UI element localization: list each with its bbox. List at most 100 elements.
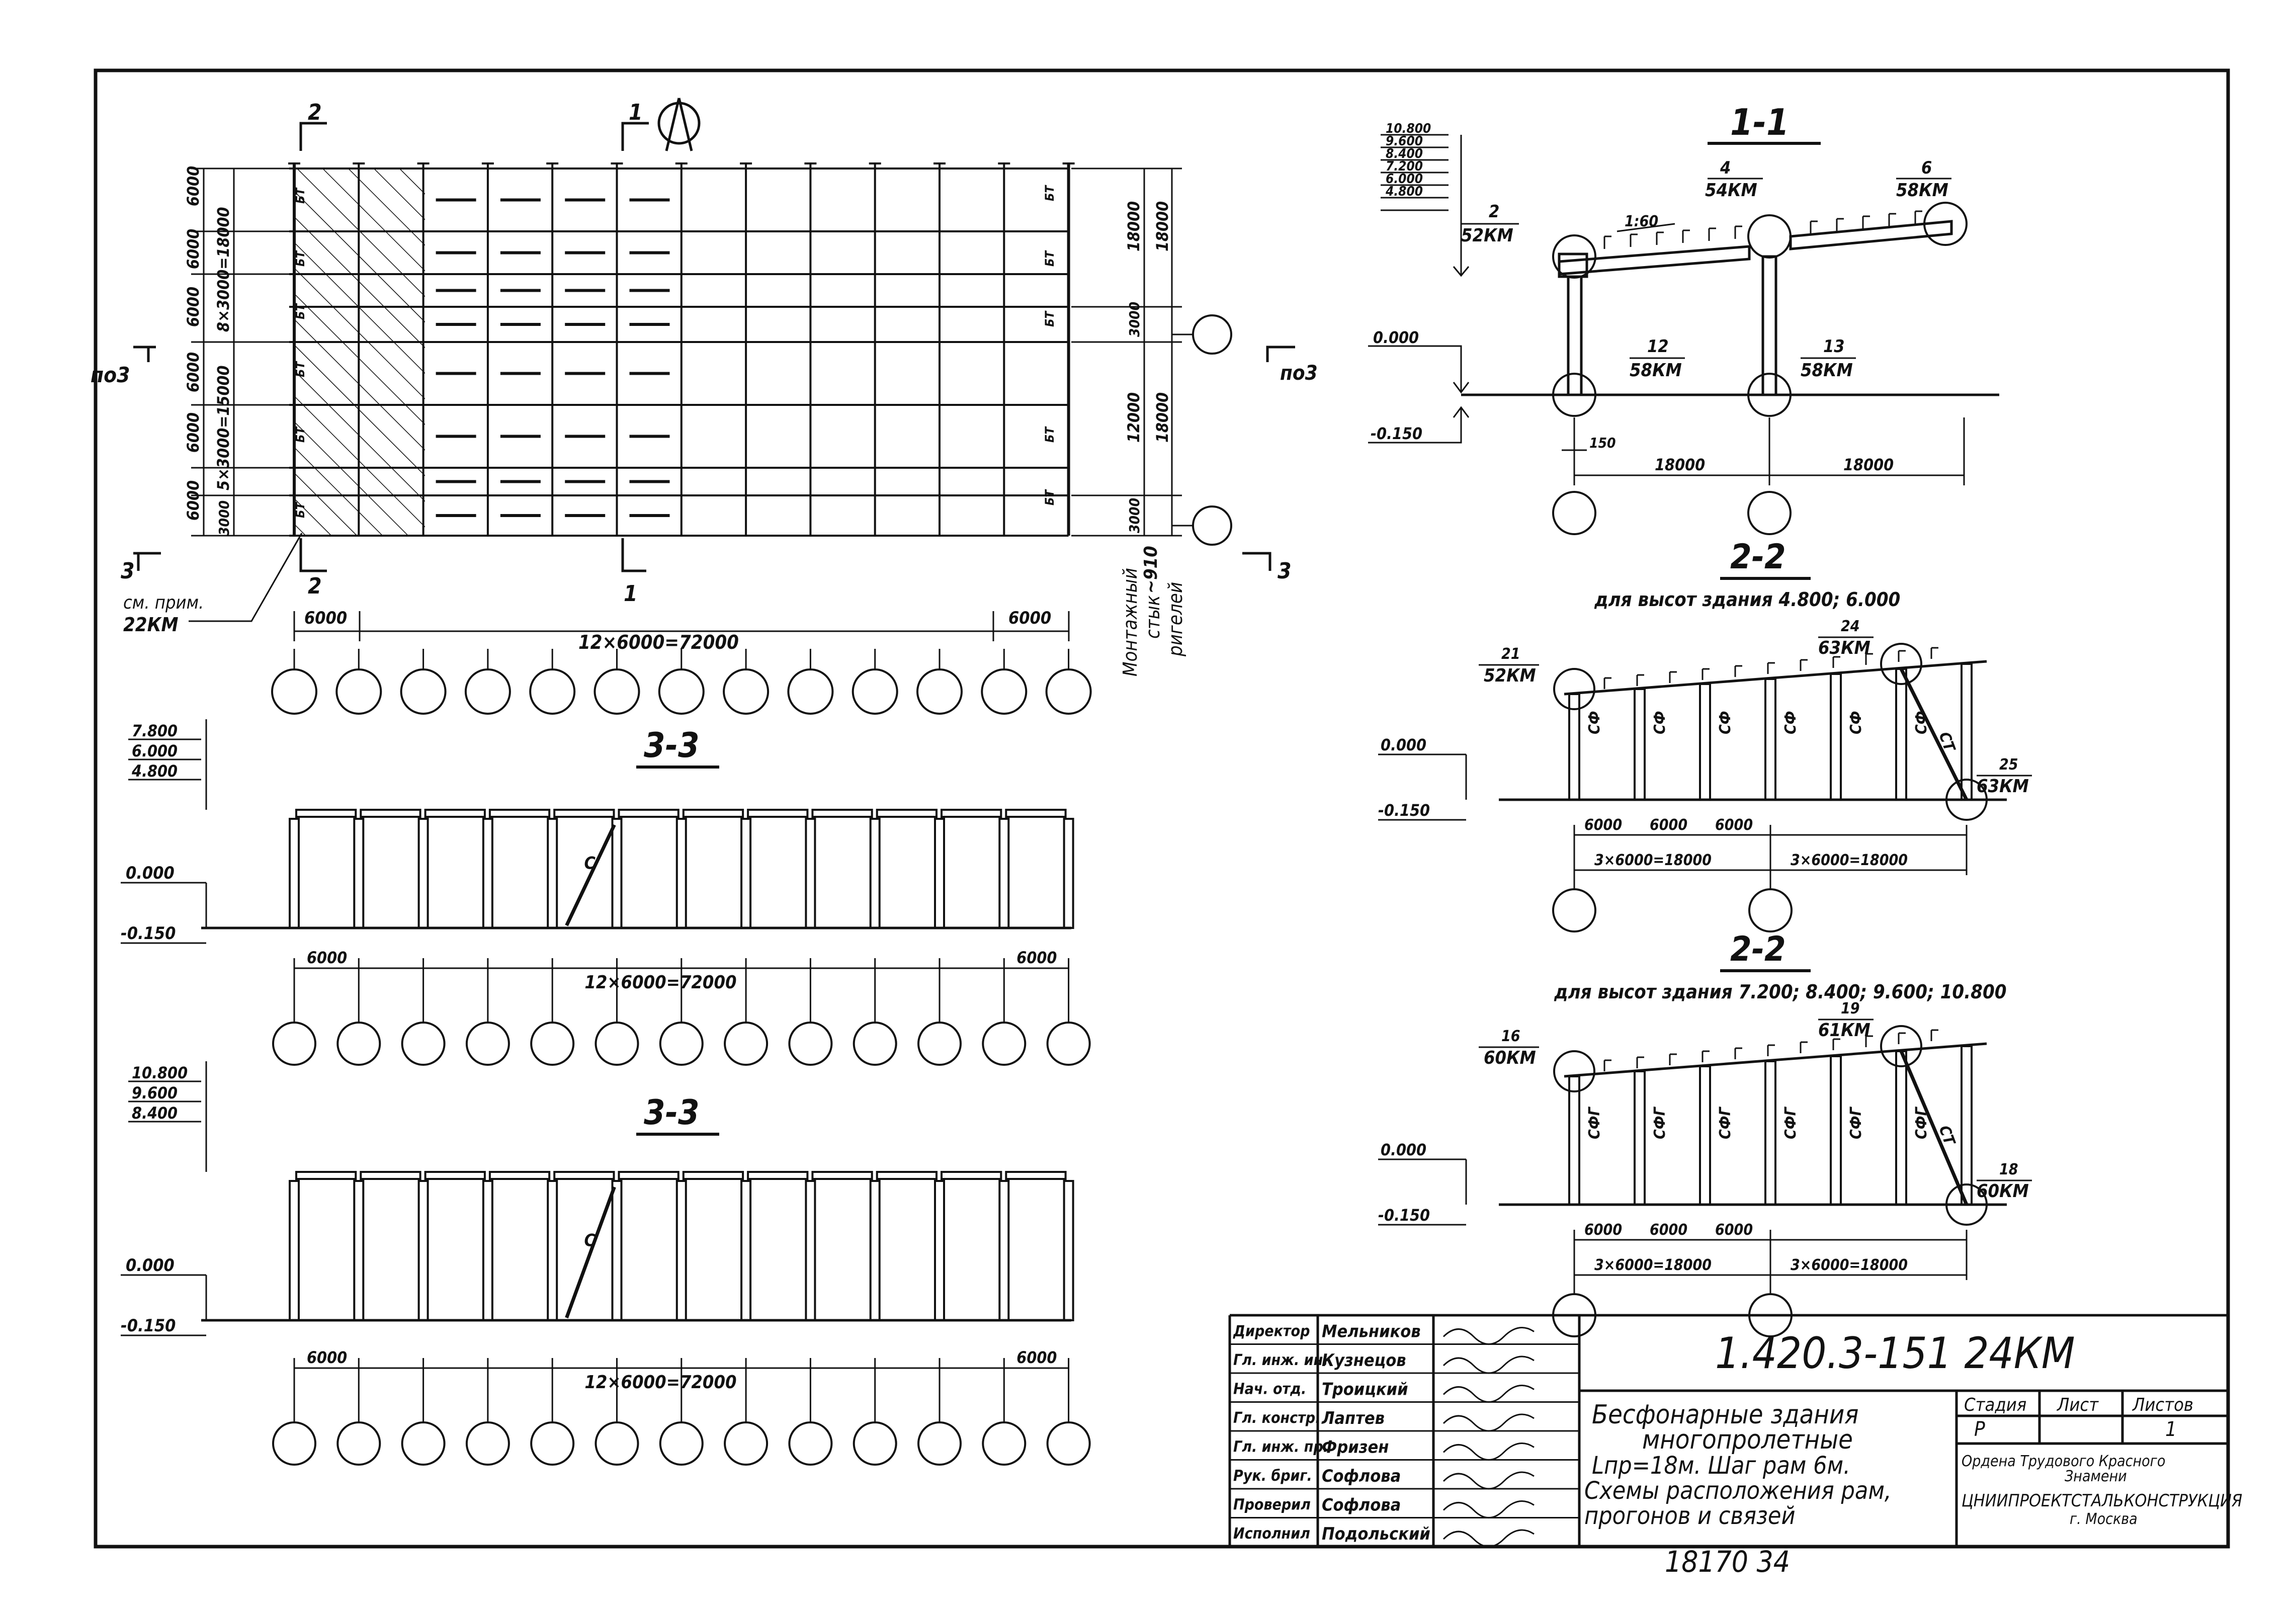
s11-elev-4: 6.000 xyxy=(1386,172,1423,187)
axis-bubble xyxy=(723,668,770,715)
axis-bubble-right-2 xyxy=(1192,505,1232,546)
s22-ref1-num: 16 xyxy=(1501,1028,1520,1045)
sheet-frame xyxy=(94,68,2230,1549)
s22-column xyxy=(1830,1055,1842,1206)
axis-bubble xyxy=(464,668,511,715)
s11-node-3 xyxy=(1923,202,1968,246)
s22-dim: 6000 xyxy=(1584,816,1622,834)
s22-ref1-sheet: 52КМ xyxy=(1484,665,1536,686)
s33-column xyxy=(740,1180,752,1321)
s11-ref5-num: 13 xyxy=(1823,336,1845,357)
s22-axis-2 xyxy=(1748,888,1793,932)
axis-bubble xyxy=(593,668,640,715)
s33-axis-bubble xyxy=(1046,1022,1091,1066)
s22-node-bottom xyxy=(1945,1183,1988,1226)
section-label-2-bot: 2 xyxy=(308,573,322,599)
montage-note-1: Монтажный xyxy=(1119,568,1141,676)
s33-elev-text: 7.800 xyxy=(132,721,178,740)
s22-total-1: 3×6000=18000 xyxy=(1594,852,1712,869)
s33-column xyxy=(675,818,687,929)
s11-slope-leader xyxy=(1617,223,1675,232)
stamp-role: Гл. инж. ин. xyxy=(1233,1351,1328,1369)
s11-ref2-sheet: 54КМ xyxy=(1705,180,1757,201)
s33-column xyxy=(611,1180,623,1321)
s22-ref3-sheet: 60КМ xyxy=(1977,1181,2029,1202)
stamp-signature xyxy=(1442,1355,1535,1374)
s11-elev-0: 10.800 xyxy=(1386,121,1431,136)
stamp-role: Гл. инж. пр. xyxy=(1233,1438,1328,1456)
s22-ref3-sheet: 63КМ xyxy=(1977,776,2029,797)
section-mark-2-top xyxy=(299,122,327,151)
plan-bay-label-left: БТ xyxy=(293,303,307,319)
s33-beam-segment xyxy=(811,1171,873,1180)
s33-axis-bubble xyxy=(1046,1421,1091,1466)
s33-beam-segment xyxy=(682,1171,744,1180)
note-text-1: см. прим. xyxy=(123,592,204,613)
s33-axis-bubble xyxy=(594,1421,639,1466)
s33-axis-bubble xyxy=(336,1022,381,1066)
s33-axis-bubble xyxy=(465,1421,510,1466)
s33-beam-segment xyxy=(1005,1171,1067,1180)
s11-span-1: 18000 xyxy=(1655,455,1705,474)
s33-beam-segment xyxy=(618,1171,679,1180)
s11-axis-2 xyxy=(1747,491,1792,535)
stamp-role: Гл. констр. xyxy=(1233,1409,1320,1427)
s22-dim: 6000 xyxy=(1584,1221,1622,1239)
axis-bubble xyxy=(335,668,382,715)
s22-ref3-num: 25 xyxy=(1999,756,2018,774)
section-label-1-bot: 1 xyxy=(624,581,638,607)
s22-ref1-num: 21 xyxy=(1501,645,1520,663)
s22-elev-zero: 0.000 xyxy=(1381,735,1426,754)
section-mark-3-right-top xyxy=(1266,346,1295,362)
section-label-1-top: 1 xyxy=(629,100,643,125)
s11-elev-5: 4.800 xyxy=(1385,184,1423,199)
axis-bubble xyxy=(1045,668,1092,715)
s33-title: 3-3 xyxy=(644,1093,700,1133)
s33-dim-right: 6000 xyxy=(1016,948,1057,967)
s33-column xyxy=(482,1180,493,1321)
s22-dim: 6000 xyxy=(1715,1221,1753,1239)
s22-beam xyxy=(1564,1042,1987,1078)
plan-bay-label-right: БТ xyxy=(1043,250,1057,267)
s22-title: 2-2 xyxy=(1730,929,1786,969)
s33-dim-total: 12×6000=72000 xyxy=(584,972,736,993)
stamp-h-sheet: Лист xyxy=(2057,1395,2099,1415)
s11-node-1 xyxy=(1552,234,1596,279)
s11-elev-1: 9.600 xyxy=(1386,134,1423,149)
plan-bay-label-left: БТ xyxy=(293,426,307,443)
s11-node-4 xyxy=(1552,373,1596,417)
s11-ref4-sheet: 58КМ xyxy=(1630,360,1682,381)
s33-column xyxy=(547,1180,558,1321)
stamp-role: Нач. отд. xyxy=(1233,1381,1306,1398)
s33-axis-bubble xyxy=(465,1022,510,1066)
s33-column xyxy=(934,1180,945,1321)
s22-column-label: СФГ xyxy=(1847,1106,1865,1139)
plan-left-dim-1: 6000 xyxy=(184,229,203,269)
s33-beam-segment xyxy=(682,809,744,818)
s33-axis-bubble xyxy=(401,1421,446,1466)
plan-bay-label-left: БТ xyxy=(293,501,307,518)
s22-column xyxy=(1764,1060,1776,1206)
plan-left-dim-5: 6000 xyxy=(184,480,203,521)
plan-bay-label-left: БТ xyxy=(293,361,307,377)
plan-bay-label-left: БТ xyxy=(293,187,307,204)
stamp-signature xyxy=(1442,1471,1535,1490)
note-text-2: 22КМ xyxy=(123,614,179,636)
stamp-signature xyxy=(1442,1327,1535,1345)
s33-elev-minus: -0.150 xyxy=(121,923,176,944)
s22-brace xyxy=(1899,668,1969,801)
section-label-3-left-bot: 3 xyxy=(121,558,135,584)
s33-column xyxy=(675,1180,687,1321)
s33-beam-segment xyxy=(747,809,809,818)
stamp-signature xyxy=(1442,1500,1535,1518)
s11-ref3-sheet: 58КМ xyxy=(1896,180,1948,201)
section-mark-3-left-bot xyxy=(133,552,161,571)
stamp-code: 1.420.3-151 24КМ xyxy=(1715,1328,2075,1379)
section-label-3-left-top: по3 xyxy=(91,363,130,387)
s33-beam-segment xyxy=(360,809,421,818)
s22-node-top xyxy=(1880,1025,1922,1067)
